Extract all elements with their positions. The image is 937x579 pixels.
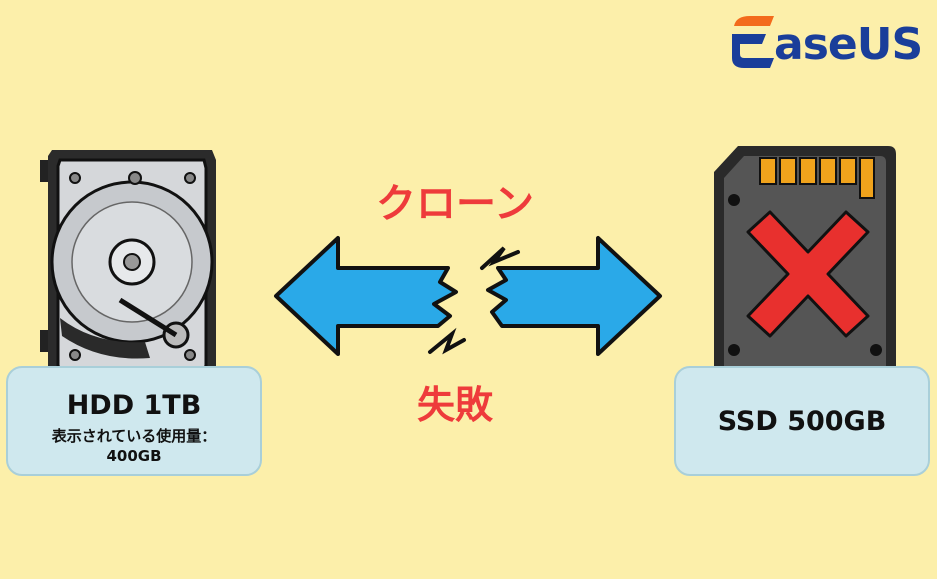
- lightning-crack-icon: [428, 246, 520, 355]
- ssd-title: SSD 500GB: [717, 406, 887, 437]
- hdd-label-box: HDD 1TB 表示されている使用量： 400GB: [6, 366, 262, 476]
- hdd-usage-label: 表示されている使用量：: [51, 427, 217, 445]
- ssd-label-box: SSD 500GB: [674, 366, 930, 476]
- logo-text: aseUS: [774, 19, 923, 70]
- clone-label: クローン: [376, 181, 534, 227]
- broken-double-arrow-icon: [274, 236, 662, 356]
- hdd-usage-value: 400GB: [106, 447, 162, 465]
- easeus-e-logo-icon: [732, 16, 774, 68]
- fail-label: 失敗: [416, 383, 493, 427]
- easeus-logo: aseUS: [726, 12, 932, 74]
- hdd-usage: 表示されている使用量： 400GB: [8, 426, 260, 466]
- red-x-icon: [746, 210, 870, 338]
- hdd-title: HDD 1TB: [66, 390, 202, 421]
- hard-disk-drive-icon: [40, 150, 216, 382]
